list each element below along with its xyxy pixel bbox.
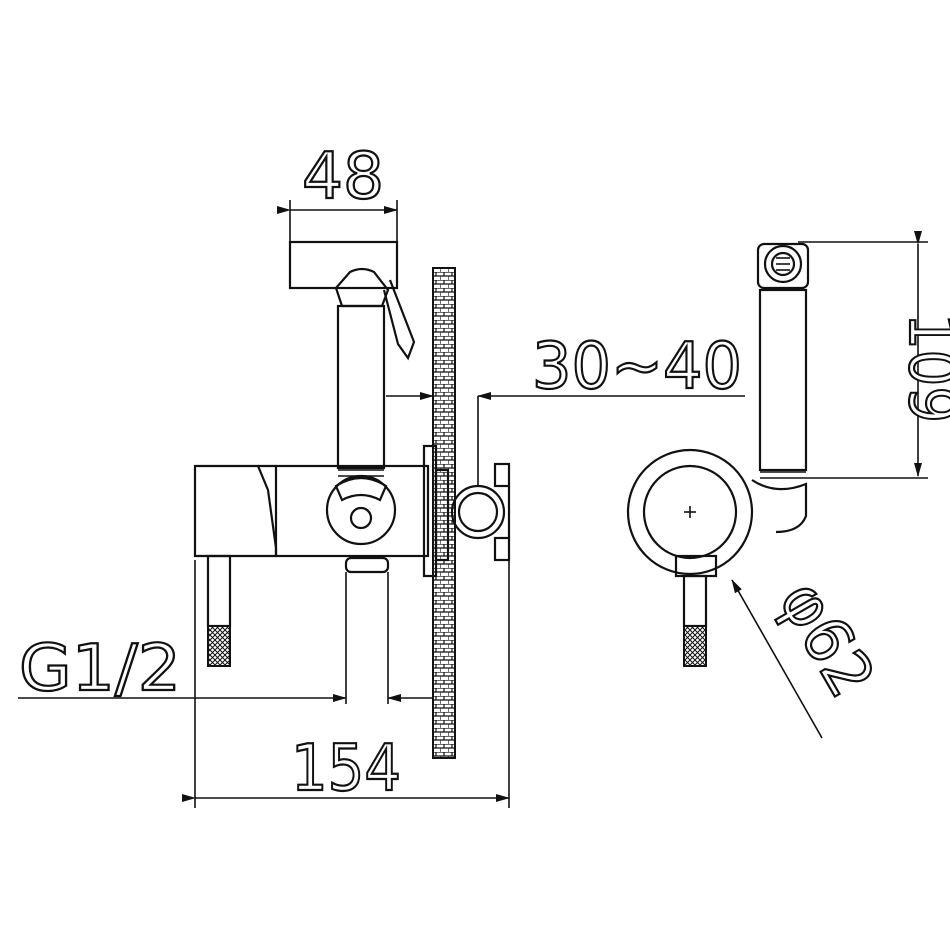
dim-109: 109: [798, 231, 950, 479]
sprayer-trigger: [382, 279, 416, 361]
sprayer-head: [288, 240, 399, 290]
wall-section: [432, 267, 456, 759]
dim-30-40: 30~40: [386, 329, 745, 486]
dim-154: 154: [182, 560, 510, 808]
holder-ring-inner: [457, 491, 499, 533]
front-inlet-pipe: [682, 574, 708, 628]
mixer-body: [274, 464, 430, 558]
sprayer-handle: [336, 304, 386, 470]
front-sprayer-head: [756, 242, 810, 290]
front-sprayer-handle: [758, 288, 808, 472]
side-view: [193, 240, 511, 759]
inlet-pipe: [206, 554, 232, 628]
dim-62-label: φ62: [764, 569, 888, 710]
dim-154-label: 154: [291, 732, 401, 806]
dim-109-label: 109: [894, 313, 950, 423]
mixer-lever: [193, 464, 278, 558]
dim-62: φ62: [731, 568, 889, 739]
dim-30-40-label: 30~40: [532, 330, 742, 404]
hose-connector: [325, 474, 397, 546]
front-holder: [751, 479, 808, 534]
outlet-nut: [344, 556, 390, 574]
front-view: [626, 242, 810, 667]
dim-48-label: 48: [302, 140, 384, 214]
dim-g12-label: G1/2: [19, 632, 181, 706]
inlet-knurl: [207, 625, 231, 667]
dim-48: 48: [277, 139, 398, 242]
dim-g12: G1/2: [18, 560, 433, 808]
